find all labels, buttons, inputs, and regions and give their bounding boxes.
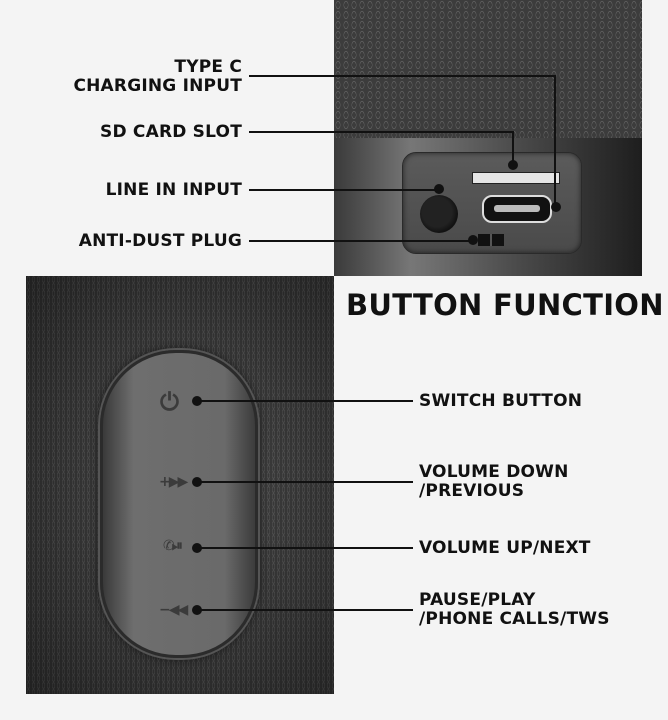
- leader-line: [249, 75, 555, 77]
- plus-forward-icon: +▶▶: [159, 474, 188, 490]
- leader-line: [197, 481, 413, 483]
- label-switch-button: SWITCH BUTTON: [419, 391, 583, 411]
- label-line: TYPE C: [174, 57, 242, 77]
- leader-line: [197, 547, 413, 549]
- label-line-in: LINE IN INPUT: [105, 180, 242, 200]
- label-sd-card: SD CARD SLOT: [100, 122, 242, 142]
- leader-line: [197, 400, 413, 402]
- power-icon: ⏻: [160, 388, 179, 416]
- label-line: CHARGING INPUT: [73, 76, 242, 96]
- sd-card-slot: [472, 172, 560, 184]
- leader-line: [512, 131, 514, 163]
- leader-line: [249, 240, 473, 242]
- leader-line: [249, 189, 439, 191]
- label-line: PAUSE/PLAY: [419, 590, 536, 610]
- leader-line: [249, 131, 513, 133]
- label-pause-play: PAUSE/PLAY /PHONE CALLS/TWS: [419, 591, 610, 629]
- label-type-c: TYPE C CHARGING INPUT: [73, 58, 242, 96]
- leader-line: [197, 609, 413, 611]
- section-title: BUTTON FUNCTION: [346, 288, 664, 322]
- label-anti-dust: ANTI-DUST PLUG: [78, 231, 242, 251]
- leader-dot: [508, 160, 518, 170]
- leader-dot: [551, 202, 561, 212]
- label-line: /PHONE CALLS/TWS: [419, 609, 610, 629]
- leader-line: [554, 75, 556, 205]
- minus-rewind-icon: −◀◀: [159, 602, 188, 618]
- label-line: /PREVIOUS: [419, 481, 525, 501]
- type-c-port: [482, 195, 552, 223]
- leader-dot: [434, 184, 444, 194]
- label-volume-down: VOLUME DOWN /PREVIOUS: [419, 463, 569, 501]
- label-line: VOLUME DOWN: [419, 462, 569, 482]
- line-in-jack: [420, 195, 458, 233]
- anti-dust-plug: [478, 234, 504, 246]
- label-volume-up: VOLUME UP/NEXT: [419, 538, 591, 558]
- leader-dot: [468, 235, 478, 245]
- speaker-mesh: [334, 0, 642, 138]
- phone-play-pause-icon: ✆⏯: [163, 538, 183, 554]
